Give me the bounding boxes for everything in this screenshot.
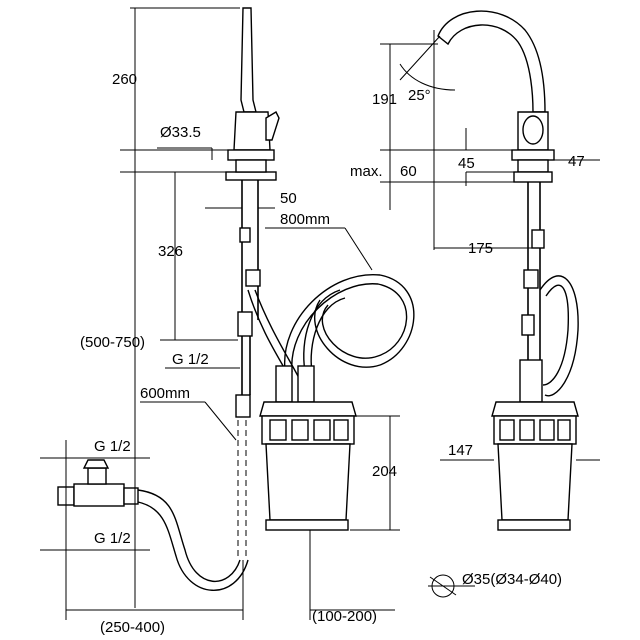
label-175: 175 (468, 240, 493, 257)
label-147: 147 (448, 442, 473, 459)
label-326: 326 (158, 243, 183, 260)
right-dimensions (380, 30, 600, 461)
left-faucet (225, 7, 280, 560)
right-filter (491, 359, 579, 531)
label-g12-top: G 1/2 (172, 351, 209, 368)
left-filter (259, 365, 357, 531)
label-hole-diameter: Ø35(Ø34-Ø40) (462, 571, 562, 588)
label-diameter-33-5: Ø33.5 (160, 124, 201, 141)
label-50: 50 (280, 190, 297, 207)
label-max: max. (350, 163, 383, 180)
left-dimensions (40, 7, 400, 620)
label-250-400: (250-400) (100, 619, 165, 636)
right-faucet (437, 10, 579, 397)
left-hoses (247, 274, 415, 383)
label-g12-mid: G 1/2 (94, 438, 131, 455)
label-max-60: 60 (400, 163, 417, 180)
label-800mm: 800mm (280, 211, 330, 228)
label-25-degrees: 25° (408, 87, 431, 104)
label-500-750: (500-750) (80, 334, 145, 351)
angle-valve (57, 459, 249, 591)
label-47: 47 (568, 153, 585, 170)
label-100-200: (100-200) (312, 608, 377, 625)
label-600mm: 600mm (140, 385, 190, 402)
label-260: 260 (112, 71, 137, 88)
label-g12-bottom: G 1/2 (94, 530, 131, 547)
label-191: 191 (372, 91, 397, 108)
label-204: 204 (372, 463, 397, 480)
hole-symbol (428, 574, 475, 598)
label-45: 45 (458, 155, 475, 172)
